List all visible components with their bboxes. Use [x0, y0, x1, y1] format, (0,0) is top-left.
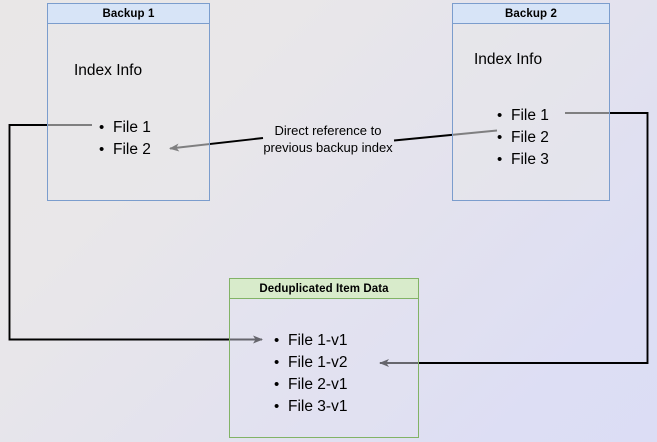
node-backup-2-title: Backup 2	[453, 4, 609, 24]
node-backup-1[interactable]: Backup 1 Index Info File 1 File 2	[47, 3, 210, 201]
backup-2-file-list: File 1 File 2 File 3	[497, 105, 549, 171]
list-item: File 2-v1	[274, 374, 347, 396]
list-item: File 1-v2	[274, 352, 347, 374]
backup-1-file-list: File 1 File 2	[99, 117, 151, 161]
list-item: File 3	[497, 149, 549, 171]
node-backup-2[interactable]: Backup 2 Index Info File 1 File 2 File 3	[452, 3, 610, 201]
node-deduplicated-item-data[interactable]: Deduplicated Item Data File 1-v1 File 1-…	[229, 278, 419, 438]
list-item: File 1-v1	[274, 330, 347, 352]
backup-1-index-info-label: Index Info	[74, 62, 143, 79]
list-item: File 2	[497, 127, 549, 149]
dedup-file-list: File 1-v1 File 1-v2 File 2-v1 File 3-v1	[274, 330, 347, 418]
list-item: File 2	[99, 139, 151, 161]
edge-label-direct-reference: Direct reference to previous backup inde…	[263, 123, 393, 155]
list-item: File 1	[99, 117, 151, 139]
backup-2-index-info-label: Index Info	[474, 51, 543, 68]
node-backup-1-title: Backup 1	[48, 4, 209, 24]
list-item: File 1	[497, 105, 549, 127]
node-deduplicated-item-data-title: Deduplicated Item Data	[230, 279, 418, 299]
list-item: File 3-v1	[274, 396, 347, 418]
